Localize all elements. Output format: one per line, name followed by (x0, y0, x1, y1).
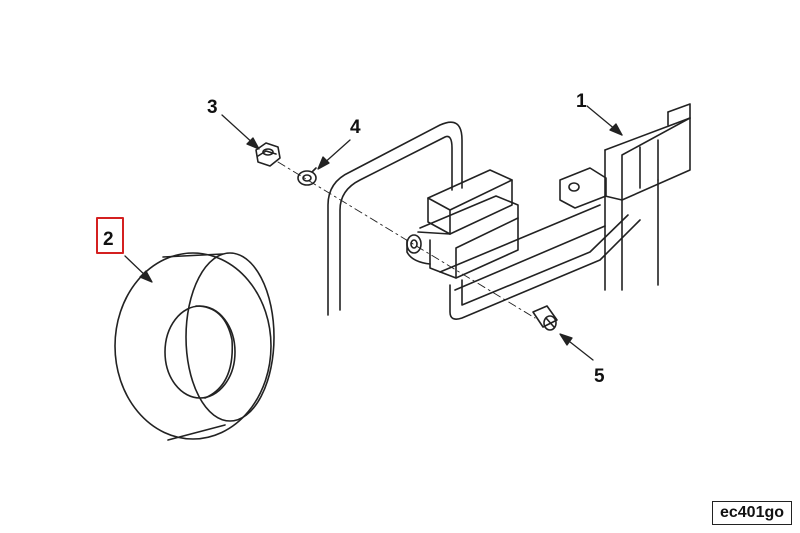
lock-washer (297, 167, 317, 186)
ring-part (114, 252, 275, 441)
mounting-bracket (559, 103, 691, 291)
callout-3: 3 (207, 97, 218, 118)
arrowhead-2 (139, 270, 153, 283)
clamp-block (406, 169, 519, 279)
callout-1: 1 (576, 91, 587, 112)
figure-reference-code: ec401go (712, 501, 792, 525)
arrowhead-1 (609, 123, 623, 136)
callout-5: 5 (594, 366, 605, 387)
hex-nut (255, 142, 281, 167)
leader-arrows (124, 105, 623, 361)
callout-4: 4 (350, 117, 361, 138)
arrowhead-3 (246, 137, 260, 150)
leader-3 (221, 114, 256, 146)
arrowhead-4 (317, 156, 330, 170)
bent-tube (327, 121, 641, 320)
callout-2-highlight-box (96, 217, 124, 254)
callout-2: 2 (103, 229, 114, 250)
arrowhead-5 (559, 333, 573, 346)
screw (532, 305, 558, 331)
assembly-centerline (277, 161, 536, 319)
